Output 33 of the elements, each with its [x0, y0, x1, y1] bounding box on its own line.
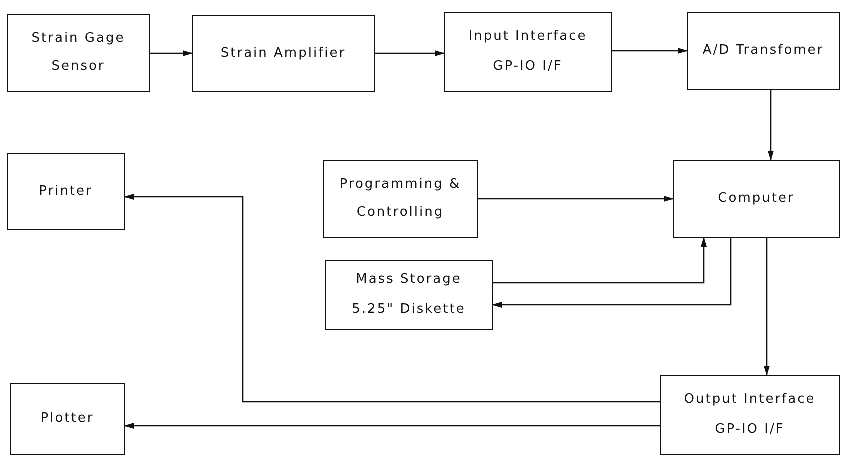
box-label: 5.25" Diskette — [352, 301, 466, 319]
arrow — [478, 196, 674, 202]
arrow — [764, 238, 770, 376]
process-box — [10, 383, 125, 455]
arrow — [124, 423, 660, 429]
process-box — [7, 14, 150, 92]
box-label: Printer — [39, 182, 93, 200]
arrow — [375, 50, 445, 56]
arrow — [492, 238, 732, 308]
process-box — [687, 12, 840, 90]
process-box — [660, 375, 840, 455]
process-box — [444, 12, 612, 92]
box-label: Strain Gage Sensor — [30, 30, 126, 76]
process-box — [192, 15, 375, 92]
arrow — [150, 50, 193, 56]
box-label: Computer — [718, 190, 795, 208]
box-label: Programming & Controlling — [338, 176, 462, 222]
box-label: GP-IO I/F — [715, 421, 785, 439]
box-label: Mass Storage — [356, 271, 462, 289]
box-label: Output Interface — [684, 391, 816, 409]
box-label: A/D Transfomer — [702, 42, 824, 60]
process-box — [323, 160, 478, 238]
process-box — [7, 153, 125, 230]
box-label: Input Interface — [468, 28, 588, 46]
arrow — [612, 48, 688, 54]
process-box — [673, 160, 840, 238]
arrow — [124, 194, 660, 403]
arrow — [493, 237, 707, 284]
box-label: GP-IO I/F — [493, 58, 563, 76]
box-label: Plotter — [40, 410, 94, 428]
process-box — [325, 260, 493, 330]
box-label: Strain Amplifier — [220, 44, 346, 62]
arrow — [768, 90, 774, 161]
